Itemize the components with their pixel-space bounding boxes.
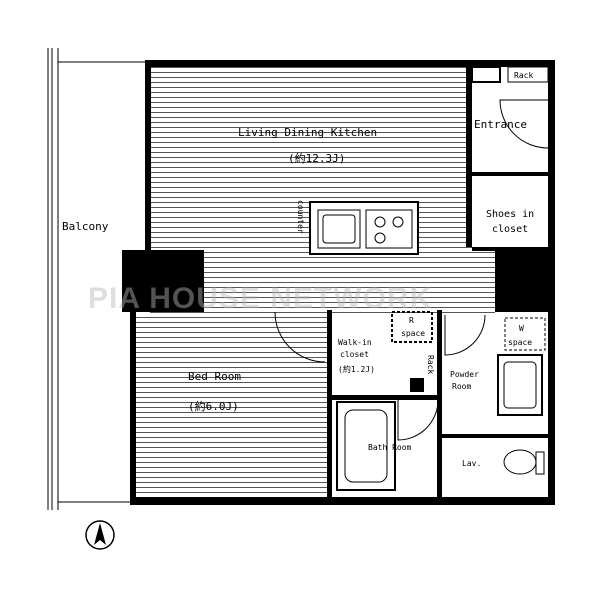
balcony (47, 48, 145, 510)
ldk-name-label: Living Dining Kitchen (238, 126, 377, 139)
lav-label: Lav. (462, 459, 481, 468)
shoes-closet-line2: closet (492, 224, 528, 235)
counter-label: counter (296, 200, 305, 234)
w-space-line1: W (519, 324, 524, 333)
powder-room-line2: Room (452, 382, 471, 391)
bedroom-name-label: Bed Room (188, 370, 241, 383)
r-space-box (391, 311, 433, 343)
entrance-label: Entrance (474, 118, 527, 131)
bath-room-label: Bath Room (368, 443, 412, 452)
bedroom-size-label: (約6.0J) (188, 399, 239, 413)
walls (122, 60, 555, 505)
r-space-line1: R (409, 316, 414, 325)
north-arrow-icon (85, 520, 115, 550)
watermark: PIA HOUSE NETWORK (88, 282, 432, 315)
toilet (503, 449, 545, 475)
powder-basin (497, 354, 543, 416)
powder-room-line1: Powder (450, 370, 479, 379)
bedroom-floor (135, 315, 327, 497)
w-space-box (504, 317, 546, 351)
balcony-label: Balcony (62, 220, 109, 233)
w-space-line2: space (508, 338, 532, 347)
r-space-line2: space (401, 329, 425, 338)
walkin-line1: Walk-in (338, 338, 372, 347)
walkin-size: (約1.2J) (338, 364, 375, 374)
door-swings (274, 99, 549, 441)
rack-mid-label: Rack (426, 355, 435, 374)
walkin-line2: closet (340, 350, 369, 359)
shoes-closet-line1: Shoes in (486, 209, 534, 220)
hall-floor (150, 247, 495, 315)
kitchen-counter (309, 201, 419, 255)
rack-top-label: Rack (514, 71, 533, 80)
bathtub (336, 401, 396, 491)
ldk-size-label: (約12.3J) (288, 151, 345, 165)
